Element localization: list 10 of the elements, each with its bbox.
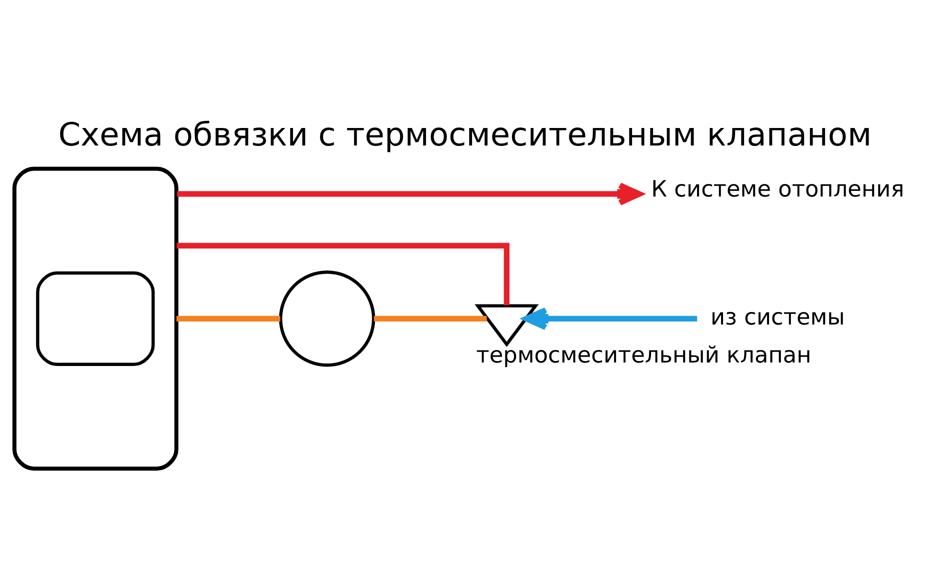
node-picture (12, 166, 178, 470)
node-circle (279, 270, 376, 366)
node-label: термосмесительный клапан (476, 342, 812, 368)
node-text: из системы (710, 304, 845, 330)
connector (374, 315, 487, 321)
connector (176, 242, 510, 305)
node-text: К системе отопления (651, 176, 904, 202)
connector (176, 315, 280, 321)
diagram-title: Схема обвязки с термосмесительным клапаном (58, 114, 872, 153)
node-triangle (474, 304, 539, 346)
